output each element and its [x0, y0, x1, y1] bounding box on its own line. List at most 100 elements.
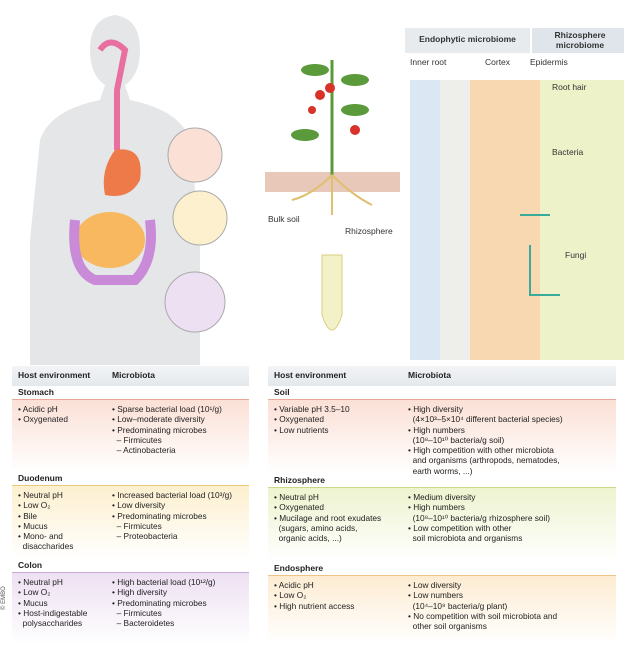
list-item: • Oxygenated	[274, 414, 324, 425]
header-rhizosphere-microbiome: Rhizosphere microbiome	[554, 30, 606, 50]
list-item: • Low diversity	[112, 500, 166, 511]
list-item: • No competition with soil microbiota an…	[408, 610, 558, 621]
list-item: – Proteobacteria	[112, 531, 178, 542]
list-item: • Predominating microbes	[112, 424, 207, 435]
section-title: Rhizosphere	[274, 475, 326, 485]
list-item: • Mucilage and root exudates	[274, 512, 382, 523]
label-epidermis: Epidermis	[530, 57, 568, 67]
list-item: • Oxygenated	[274, 502, 324, 513]
list-item: • Low O₂	[18, 500, 51, 511]
stomach-icon	[103, 149, 141, 196]
header-host-environment: Host environment	[274, 370, 347, 380]
list-item: • Low O₂	[274, 590, 307, 601]
list-item: • Host-indigestable	[18, 607, 88, 618]
list-item: • High diversity	[112, 587, 168, 598]
list-item: • Medium diversity	[408, 492, 476, 502]
list-item: • High diversity	[408, 404, 464, 414]
label-rhizosphere: Rhizosphere	[345, 226, 393, 236]
microbiota-column: • Medium diversity• High numbers (10⁸–10…	[408, 492, 550, 543]
list-item: • Mono- and	[18, 531, 63, 542]
list-item: and organisms (arthropods, nematodes,	[408, 455, 560, 466]
label-root-hair: Root hair	[552, 82, 587, 92]
list-item: (10⁸–10¹⁰ bacteria/g soil)	[408, 434, 505, 445]
label-bulk-soil: Bulk soil	[268, 214, 300, 224]
list-item: polysaccharides	[18, 618, 83, 629]
human-body-illustration	[30, 15, 228, 365]
list-item: other soil organisms	[408, 621, 487, 632]
list-item: – Firmicutes	[112, 434, 162, 445]
section-title: Colon	[18, 560, 43, 570]
host-column: • Acidic pH• Oxygenated	[18, 404, 68, 425]
list-item: organic acids, ...)	[274, 533, 342, 544]
host-column: • Neutral pH• Oxygenated• Mucilage and r…	[274, 492, 381, 543]
list-item: disaccharides	[18, 541, 74, 552]
list-item: (4×10³–5×10⁴ different bacterial species…	[408, 414, 563, 425]
section-row: • Neutral pH• Low O₂• Bile• Mucus• Mono-…	[12, 485, 249, 559]
microbiota-column: • High bacterial load (10¹²/g)• High div…	[112, 577, 215, 628]
section-row: • Acidic pH• Oxygenated • Sparse bacteria…	[12, 399, 249, 472]
section-row: • Neutral pH• Low O₂• Mucus• Host-indige…	[12, 572, 249, 644]
list-item: • Predominating microbes	[112, 510, 207, 521]
label-bacteria: Bacteria	[552, 147, 584, 157]
list-item: – Actinobacteria	[112, 445, 176, 456]
list-item: • High numbers	[408, 424, 465, 435]
list-item: • Neutral pH	[18, 490, 63, 500]
list-item: • Low competition with other	[408, 522, 512, 533]
list-item: • Low numbers	[408, 590, 464, 601]
section-row: • Variable pH 3.5–10• Oxygenated• Low nu…	[268, 399, 616, 476]
plant-illustration	[265, 60, 400, 331]
microbiota-column: • Low diversity• Low numbers (10⁴–10⁸ ba…	[408, 580, 557, 631]
list-item: (10⁴–10⁸ bacteria/g plant)	[408, 600, 508, 611]
list-item: • Neutral pH	[18, 577, 63, 587]
host-column: • Acidic pH• Low O₂• High nutrient acces…	[274, 580, 354, 611]
list-item: • Mucus	[18, 520, 48, 531]
list-item: (10⁸–10¹⁰ bacteria/g rhizosphere soil)	[408, 512, 550, 523]
list-item: • Acidic pH	[274, 580, 314, 590]
section-title: Duodenum	[18, 473, 63, 483]
microbiota-column: • High diversity (4×10³–5×10⁴ different …	[408, 404, 563, 476]
list-item: soil microbiota and organisms	[408, 533, 523, 544]
section-row: • Acidic pH• Low O₂• High nutrient acces…	[268, 575, 616, 644]
list-item: • High nutrient access	[274, 600, 355, 611]
list-item: (sugars, amino acids,	[274, 522, 358, 533]
header-microbiota: Microbiota	[408, 370, 451, 380]
list-item: earth worms, ...)	[408, 465, 473, 476]
root-cross-section	[405, 28, 624, 360]
list-item: • Low diversity	[408, 580, 462, 590]
list-item: – Bacteroidetes	[112, 618, 175, 629]
list-item: • Mucus	[18, 597, 48, 608]
list-item: – Firmicutes	[112, 607, 162, 618]
list-item: – Firmicutes	[112, 520, 162, 531]
copyright: © EMBO	[1, 586, 7, 610]
host-column: • Variable pH 3.5–10• Oxygenated• Low nu…	[274, 404, 350, 435]
list-item: • Variable pH 3.5–10	[274, 404, 350, 414]
header-host-environment: Host environment	[18, 370, 91, 380]
section-title: Stomach	[18, 387, 54, 397]
host-column: • Neutral pH• Low O₂• Mucus• Host-indige…	[18, 577, 87, 628]
list-item: • Sparse bacterial load (10¹/g)	[112, 404, 222, 414]
list-item: • High bacterial load (10¹²/g)	[112, 577, 216, 587]
label-fungi: Fungi	[565, 250, 587, 260]
list-item: • Bile	[18, 510, 38, 521]
list-item: • Predominating microbes	[112, 597, 207, 608]
list-item: • Neutral pH	[274, 492, 319, 502]
list-item: • High competition with other microbiota	[408, 445, 554, 456]
illustration	[30, 15, 624, 365]
list-item: • High numbers	[408, 502, 465, 513]
label-cortex: Cortex	[485, 57, 511, 67]
list-item: • Increased bacterial load (10³/g)	[112, 490, 233, 500]
list-item: • Low nutrients	[274, 424, 329, 435]
list-item: • Oxygenated	[18, 414, 68, 425]
intestine-icon	[75, 212, 145, 268]
section-row: • Neutral pH• Oxygenated• Mucilage and r…	[268, 487, 616, 562]
host-column: • Neutral pH• Low O₂• Bile• Mucus• Mono-…	[18, 490, 73, 552]
header-microbiota: Microbiota	[112, 370, 155, 380]
list-item: • Acidic pH	[18, 404, 58, 414]
table-header: Host environment Microbiota	[12, 366, 249, 386]
header-endophytic: Endophytic microbiome	[419, 34, 516, 44]
label-inner-root: Inner root	[410, 57, 447, 67]
microbiota-column: • Increased bacterial load (10³/g)• Low …	[112, 490, 232, 541]
section-title: Soil	[274, 387, 290, 397]
list-item: • Low–moderate diversity	[112, 414, 205, 425]
